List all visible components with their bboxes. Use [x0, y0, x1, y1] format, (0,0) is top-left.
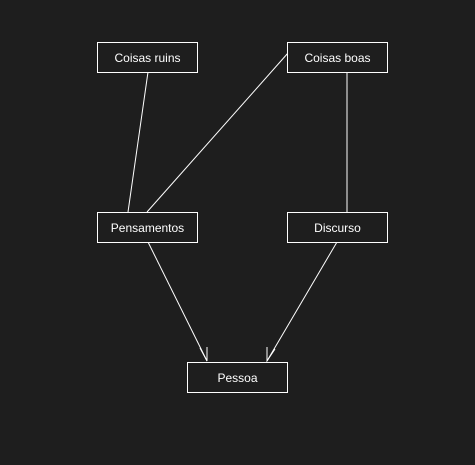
edge-pensamentos-pessoa [147, 241, 208, 362]
node-coisas-ruins[interactable]: Coisas ruins [97, 42, 198, 73]
edge-discurso-pessoa [266, 241, 338, 362]
node-discurso[interactable]: Discurso [287, 212, 388, 243]
arrowhead-discurso-pessoa [266, 347, 276, 363]
node-label: Pensamentos [110, 220, 185, 235]
edge-coisas-boas-pensamentos [146, 52, 289, 213]
node-pessoa[interactable]: Pessoa [187, 362, 288, 393]
node-label: Coisas boas [304, 50, 371, 65]
arrowhead-pensamentos-pessoa [199, 347, 208, 362]
node-label: Coisas ruins [114, 50, 181, 65]
node-label: Discurso [314, 220, 361, 235]
node-pensamentos[interactable]: Pensamentos [97, 212, 198, 243]
edge-coisas-ruins-pensamentos [127, 71, 149, 213]
node-coisas-boas[interactable]: Coisas boas [287, 42, 388, 73]
node-label: Pessoa [217, 370, 258, 385]
